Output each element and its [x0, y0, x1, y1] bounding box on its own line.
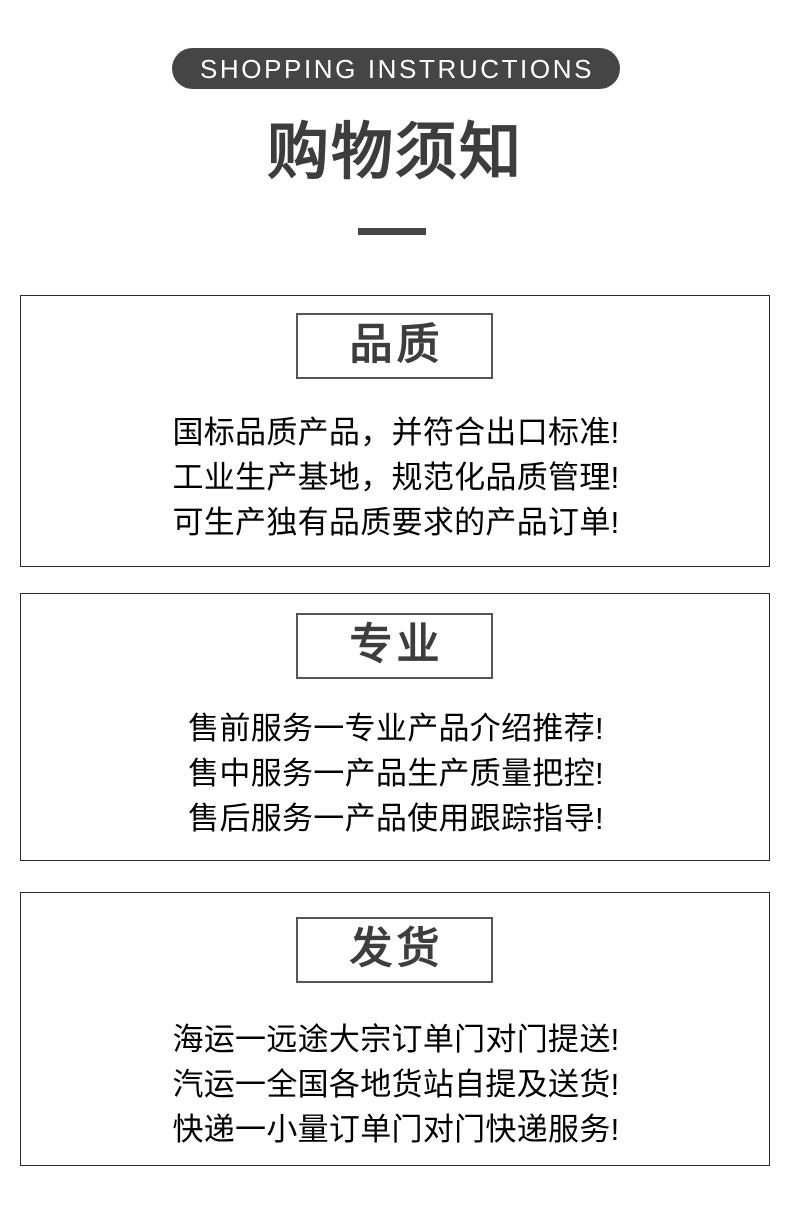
section-line: 售中服务一产品生产质量把控! — [188, 756, 604, 791]
section-line: 海运一远途大宗订单门对门提送! — [172, 1022, 620, 1057]
section-heading-label: 发货 — [349, 924, 444, 973]
section-shipping: 发货 海运一远途大宗订单门对门提送! 汽运一全国各地货站自提及送货! 快递一小量… — [20, 892, 770, 1166]
section-line: 售后服务一产品使用跟踪指导! — [188, 801, 604, 836]
section-line: 汽运一全国各地货站自提及送货! — [172, 1067, 620, 1102]
section-line: 可生产独有品质要求的产品订单! — [172, 505, 620, 540]
section-body-quality: 国标品质产品，并符合出口标准! 工业生产基地，规范化品质管理! 可生产独有品质要… — [21, 410, 771, 545]
shopping-instructions-banner: SHOPPING INSTRUCTIONS — [172, 48, 620, 89]
section-heading-label: 专业 — [349, 620, 444, 669]
section-body-professional: 售前服务一专业产品介绍推荐! 售中服务一产品生产质量把控! 售后服务一产品使用跟… — [21, 706, 771, 841]
section-heading-box-professional: 专业 — [296, 613, 493, 679]
title-divider — [358, 228, 426, 235]
banner-label: SHOPPING INSTRUCTIONS — [199, 53, 595, 84]
section-line: 售前服务一专业产品介绍推荐! — [188, 711, 604, 746]
section-professional: 专业 售前服务一专业产品介绍推荐! 售中服务一产品生产质量把控! 售后服务一产品… — [20, 593, 770, 861]
section-heading-box-shipping: 发货 — [296, 917, 493, 983]
section-line: 工业生产基地，规范化品质管理! — [172, 460, 620, 495]
section-line: 国标品质产品，并符合出口标准! — [172, 415, 620, 450]
section-quality: 品质 国标品质产品，并符合出口标准! 工业生产基地，规范化品质管理! 可生产独有… — [20, 295, 770, 567]
section-heading-label: 品质 — [349, 320, 444, 369]
section-body-shipping: 海运一远途大宗订单门对门提送! 汽运一全国各地货站自提及送货! 快递一小量订单门… — [21, 1017, 771, 1152]
section-heading-box-quality: 品质 — [296, 313, 493, 379]
section-line: 快递一小量订单门对门快递服务! — [172, 1112, 620, 1147]
page-title: 购物须知 — [266, 118, 523, 187]
